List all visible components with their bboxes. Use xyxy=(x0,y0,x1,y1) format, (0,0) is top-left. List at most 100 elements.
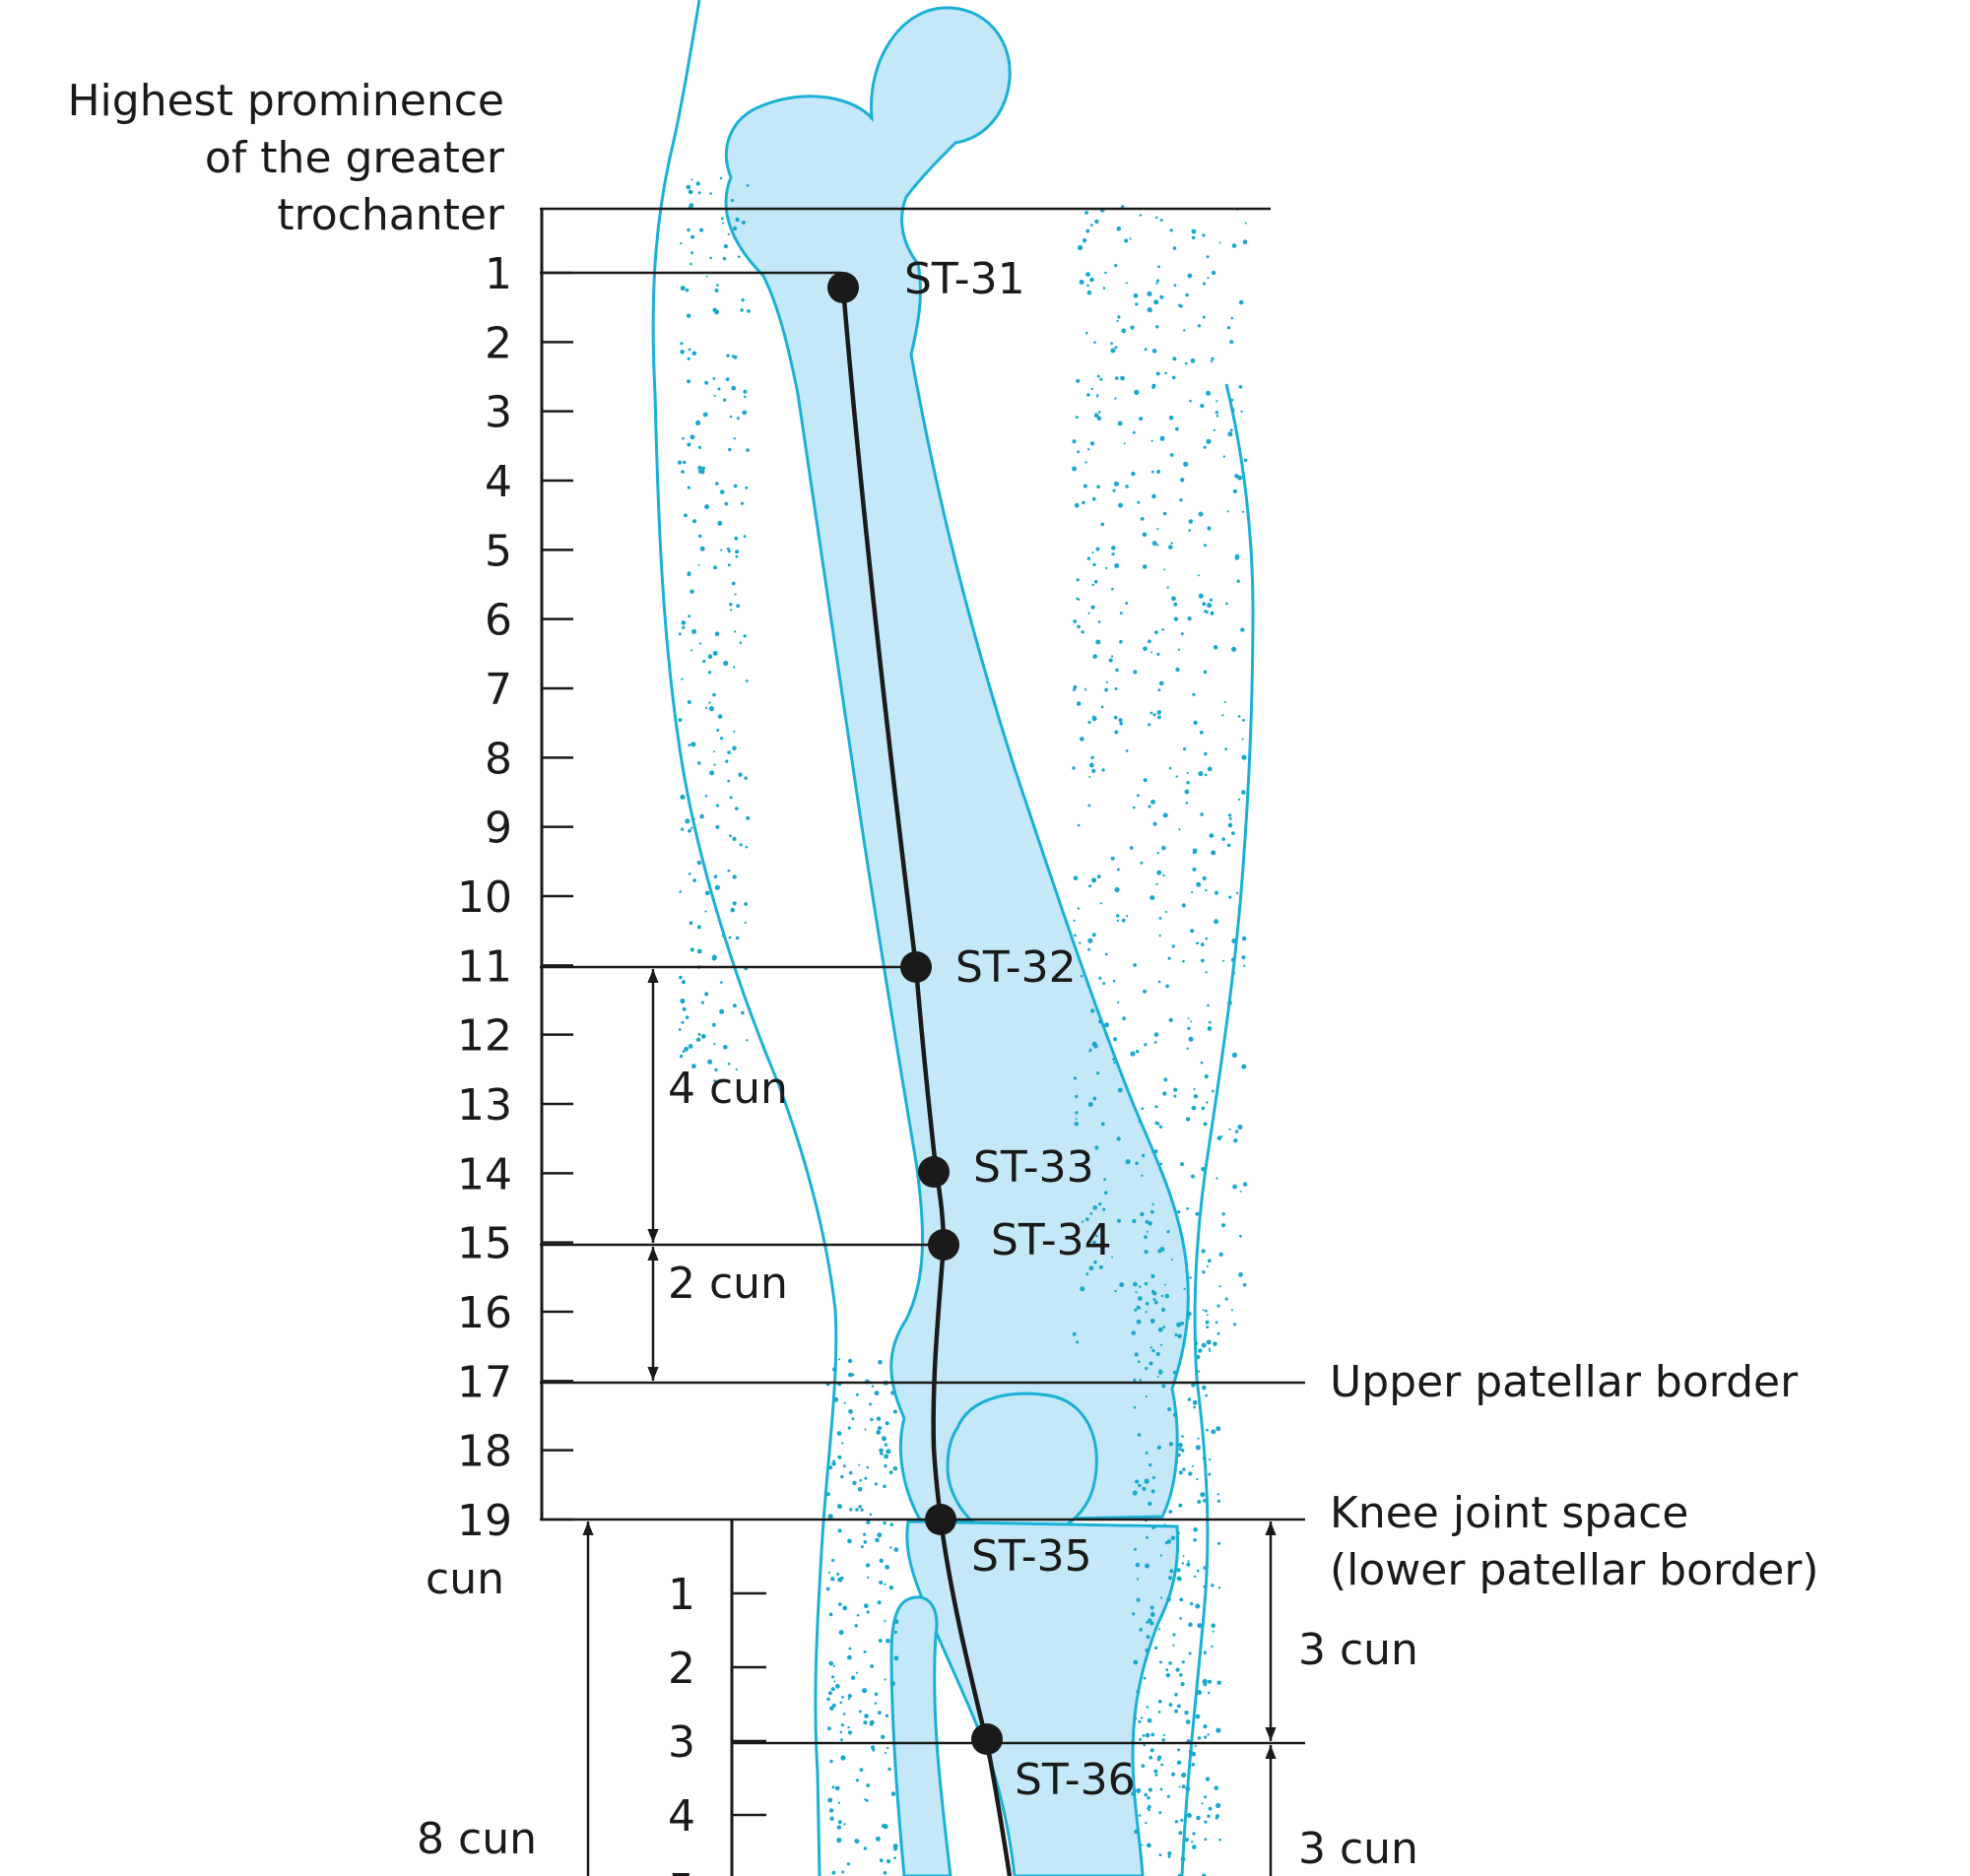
stipple-dot xyxy=(1181,1435,1184,1438)
stipple-dot xyxy=(1159,1787,1163,1791)
stipple-dot xyxy=(1204,1820,1208,1824)
stipple-dot xyxy=(1096,394,1099,397)
stipple-dot xyxy=(1073,934,1077,938)
stipple-dot xyxy=(1175,1460,1178,1464)
stipple-dot xyxy=(1160,1596,1163,1599)
stipple-dot xyxy=(1085,272,1090,277)
stipple-dot xyxy=(863,1540,868,1544)
stipple-dot xyxy=(1189,1276,1192,1279)
bones xyxy=(724,6,1190,1876)
thigh-tick-label-19: 19 xyxy=(457,1496,512,1546)
stipple-dot xyxy=(714,289,719,292)
stipple-dot xyxy=(1149,1361,1153,1366)
stipple-dot xyxy=(685,1015,690,1019)
stipple-dot xyxy=(1087,938,1093,943)
trochanter-label-line-1: Highest prominence xyxy=(67,76,504,126)
stipple-dot xyxy=(1188,1471,1193,1476)
stipple-dot xyxy=(1077,624,1081,629)
stipple-dot xyxy=(1151,1475,1155,1480)
stipple-dot xyxy=(849,1508,853,1512)
stipple-dot xyxy=(690,434,695,440)
stipple-dot xyxy=(1081,630,1084,634)
stipple-dot xyxy=(687,379,691,384)
thigh-tick-label-2: 2 xyxy=(485,318,512,368)
stipple-dot xyxy=(1214,890,1219,895)
stipple-dot xyxy=(747,309,751,313)
stipple-dot xyxy=(1197,1623,1203,1629)
stipple-dot xyxy=(1241,936,1247,941)
stipple-dot xyxy=(1095,1071,1100,1075)
stipple-dot xyxy=(831,1870,836,1875)
stipple-dot xyxy=(1119,1282,1125,1288)
stipple-dot xyxy=(711,954,717,960)
stipple-dot xyxy=(1189,399,1192,403)
stipple-dot xyxy=(1133,670,1138,675)
stipple-dot xyxy=(1204,610,1208,614)
stipple-dot xyxy=(1188,519,1194,524)
stipple-dot xyxy=(1194,1341,1199,1345)
stipple-dot xyxy=(1145,1311,1148,1314)
stipple-dot xyxy=(1242,510,1245,513)
stipple-dot xyxy=(1158,1853,1162,1856)
stipple-dot xyxy=(1171,596,1176,602)
stipple-dot xyxy=(723,244,729,249)
stipple-dot xyxy=(843,1401,846,1404)
stipple-dot xyxy=(838,1630,844,1636)
stipple-dot xyxy=(1120,375,1125,381)
stipple-dot xyxy=(863,1846,868,1850)
stipple-dot xyxy=(1156,1755,1162,1760)
stipple-dot xyxy=(847,1538,852,1544)
stipple-dot xyxy=(1180,1449,1185,1453)
stipple-dot xyxy=(1114,687,1118,690)
stipple-dot xyxy=(1146,1621,1149,1624)
stipple-dot xyxy=(886,1746,889,1750)
stipple-dot xyxy=(734,536,739,541)
stipple-dot xyxy=(690,947,694,952)
stipple-dot xyxy=(1156,470,1161,474)
stipple-dot xyxy=(1157,1699,1162,1704)
stipple-dot xyxy=(716,284,719,287)
stipple-dot xyxy=(855,1392,859,1396)
stipple-dot xyxy=(1158,935,1161,938)
stipple-dot xyxy=(1227,431,1233,437)
stipple-dot xyxy=(715,804,720,808)
stipple-dot xyxy=(1146,1230,1149,1233)
stipple-dot xyxy=(732,836,737,842)
stipple-dot xyxy=(745,845,749,849)
stipple-dot xyxy=(1191,1464,1195,1467)
stipple-dot xyxy=(1183,329,1186,332)
stipple-dot xyxy=(1093,1261,1097,1264)
stipple-dot xyxy=(881,1824,886,1829)
stipple-dot xyxy=(1112,979,1116,983)
stipple-dot xyxy=(1104,1022,1109,1028)
stipple-dot xyxy=(1160,1294,1164,1298)
stipple-dot xyxy=(1133,1281,1138,1287)
stipple-dot xyxy=(1138,1719,1142,1723)
stipple-dot xyxy=(838,1358,841,1361)
stipple-dot xyxy=(1192,692,1196,696)
measurement-arrows xyxy=(582,969,1277,1876)
stipple-dot xyxy=(1216,1680,1221,1685)
stipple-dot xyxy=(1113,481,1119,486)
stipple-dot xyxy=(681,678,684,680)
stipple-dot xyxy=(874,1391,880,1396)
stipple-dot xyxy=(1149,1748,1154,1753)
stipple-dot xyxy=(1230,957,1236,962)
stipple-dot xyxy=(831,1785,835,1789)
stipple-dot xyxy=(827,1571,831,1574)
stipple-dot xyxy=(1141,1107,1145,1111)
stipple-dot xyxy=(1162,1091,1167,1096)
stipple-dot xyxy=(1203,670,1208,675)
stipple-dot xyxy=(1175,1667,1180,1672)
stipple-dot xyxy=(1206,1326,1210,1329)
stipple-dot xyxy=(1091,768,1096,774)
stipple-dot xyxy=(1075,1118,1078,1121)
stipple-dot xyxy=(1095,1234,1098,1238)
stipple-dot xyxy=(1215,1727,1221,1733)
reference-lines xyxy=(540,207,1305,1745)
stipple-dot xyxy=(1091,1041,1097,1047)
stipple-dot xyxy=(1139,1285,1142,1288)
stipple-dot xyxy=(1156,652,1160,657)
stipple-dot xyxy=(1198,593,1204,599)
stipple-dot xyxy=(1190,1601,1194,1606)
